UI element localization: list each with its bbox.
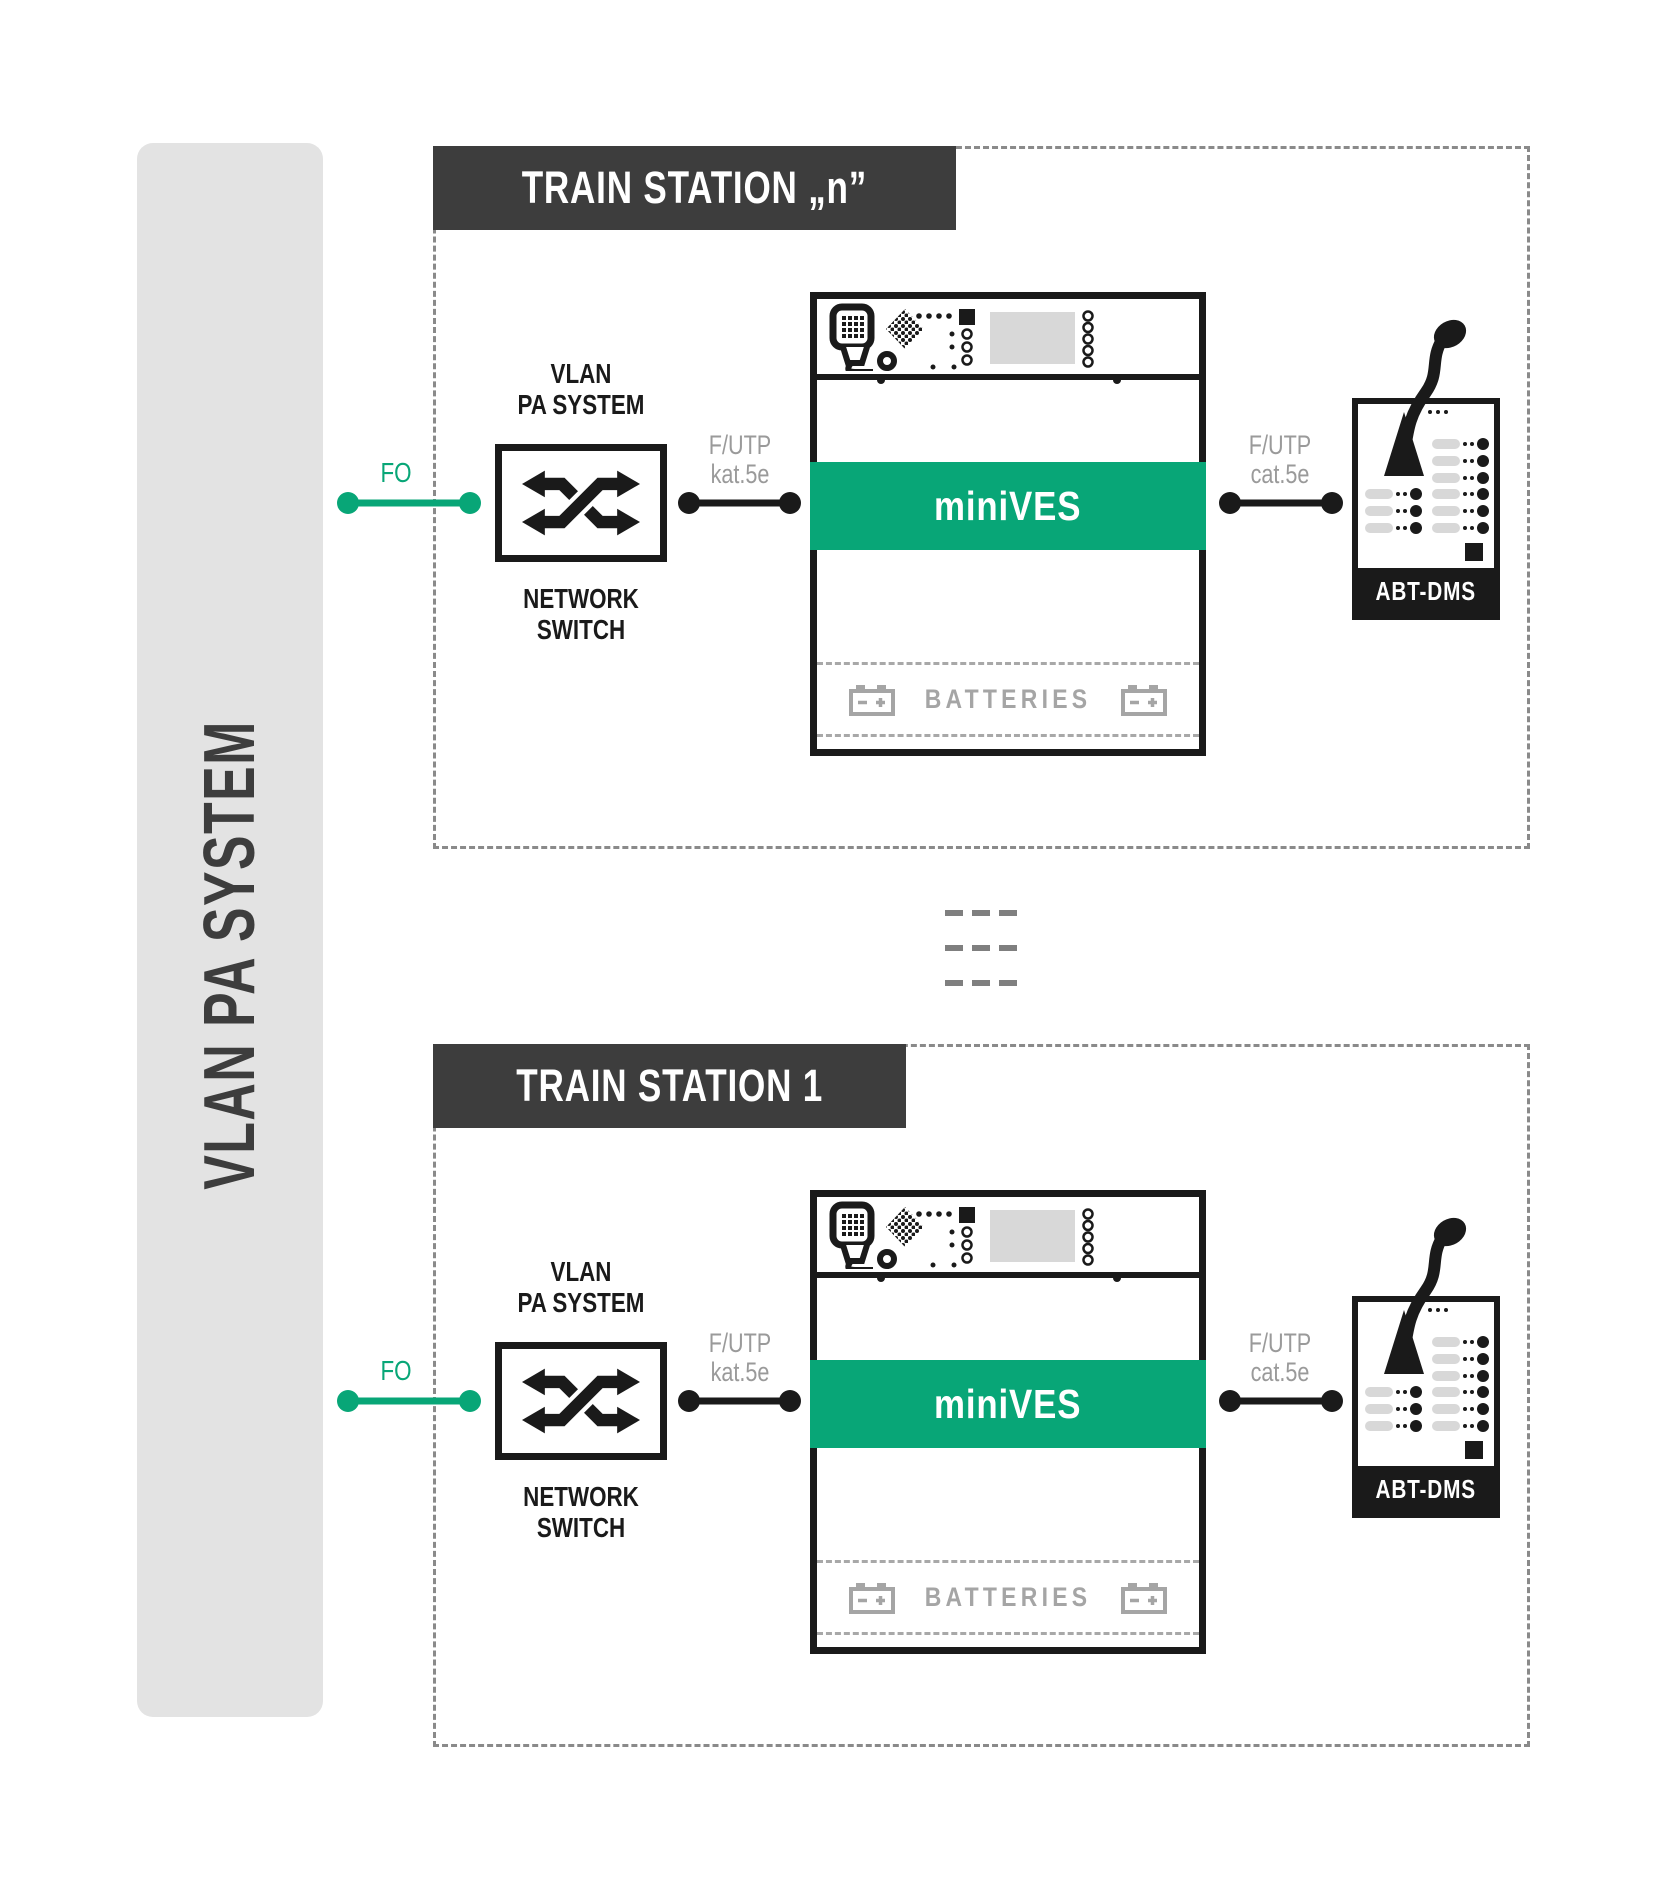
train-station-1-section: TRAIN STATION 1 FO VLAN PA SYSTEM xyxy=(337,1044,1530,1747)
batteries-label: BATTERIES xyxy=(924,1582,1092,1612)
led-row xyxy=(1432,1386,1489,1398)
speaker-grille-icon xyxy=(886,1207,924,1247)
minives-device: miniVES BATTERIES xyxy=(810,1190,1206,1654)
battery-icon xyxy=(849,684,895,716)
network-switch-box xyxy=(495,444,667,562)
led-row xyxy=(1432,472,1489,484)
console-face xyxy=(1358,1302,1494,1466)
device-name: miniVES xyxy=(934,1380,1082,1427)
panel-screw xyxy=(877,376,885,384)
vlan-backbone-bar: VLAN PA SYSTEM xyxy=(137,143,323,1717)
console-top-dots xyxy=(1428,410,1448,414)
device-name-band: miniVES xyxy=(810,462,1206,550)
led-row xyxy=(1432,1353,1489,1365)
console-name-band: ABT-DMS xyxy=(1358,1466,1494,1512)
switch-to-device-line xyxy=(678,492,801,514)
led-row xyxy=(1432,488,1489,500)
device-top-panel xyxy=(817,1197,1199,1278)
panel-screw xyxy=(1113,376,1121,384)
abt-dms-console: ABT-DMS xyxy=(1352,1217,1500,1518)
led-row xyxy=(1432,1370,1489,1382)
futp-left-label: F/UTP kat.5e xyxy=(708,1328,772,1387)
led-row xyxy=(1365,522,1422,534)
led-row xyxy=(1432,438,1489,450)
vlan-backbone-label: VLAN PA SYSTEM xyxy=(190,720,270,1190)
device-display xyxy=(990,1210,1075,1262)
gooseneck-microphone-icon xyxy=(1384,319,1467,476)
battery-icon xyxy=(1120,684,1167,716)
indicator-cluster xyxy=(916,309,975,370)
led-row xyxy=(1365,505,1422,517)
button-column xyxy=(1082,310,1094,368)
led-row xyxy=(1365,488,1422,500)
led-row xyxy=(1432,522,1489,534)
led-row xyxy=(1432,1403,1489,1415)
device-name: miniVES xyxy=(934,482,1082,529)
device-top-panel xyxy=(817,299,1199,380)
led-row xyxy=(1365,1420,1422,1432)
switch-vlan-label: VLAN PA SYSTEM xyxy=(517,358,645,420)
batteries-section: BATTERIES xyxy=(817,662,1199,737)
switch-name-label: NETWORK SWITCH xyxy=(523,583,639,645)
panel-screw xyxy=(1113,1274,1121,1282)
crossed-arrows-switch-icon xyxy=(522,470,640,536)
station-title: TRAIN STATION „n” xyxy=(521,162,868,213)
switch-vlan-label: VLAN PA SYSTEM xyxy=(517,1256,645,1318)
fo-label: FO xyxy=(380,457,412,488)
battery-icon xyxy=(1120,1582,1167,1614)
gooseneck-microphone-icon xyxy=(1384,1217,1467,1374)
station-header: TRAIN STATION 1 xyxy=(433,1044,907,1128)
handheld-microphone-icon xyxy=(829,303,897,371)
futp-right-label: F/UTP cat.5e xyxy=(1248,430,1312,489)
speaker-grille-icon xyxy=(886,309,924,349)
led-row xyxy=(1365,1403,1422,1415)
network-switch-box xyxy=(495,1342,667,1460)
led-row xyxy=(1432,505,1489,517)
device-to-console-line xyxy=(1219,492,1343,514)
led-row xyxy=(1432,455,1489,467)
device-name-band: miniVES xyxy=(810,1360,1206,1448)
console-button xyxy=(1465,543,1483,561)
handheld-microphone-icon xyxy=(829,1201,897,1269)
console-button xyxy=(1465,1441,1483,1459)
led-row xyxy=(1432,1336,1489,1348)
minives-device: miniVES BATTERIES xyxy=(810,292,1206,756)
station-header: TRAIN STATION „n” xyxy=(433,146,956,230)
led-row xyxy=(1365,1386,1422,1398)
switch-to-device-line xyxy=(678,1390,801,1412)
battery-icon xyxy=(849,1582,895,1614)
batteries-section: BATTERIES xyxy=(817,1560,1199,1635)
switch-name-label: NETWORK SWITCH xyxy=(523,1481,639,1543)
indicator-cluster xyxy=(916,1207,975,1268)
fo-link-line xyxy=(337,1390,481,1412)
station-dashed-boundary xyxy=(433,1044,1530,1747)
led-row xyxy=(1432,1420,1489,1432)
fo-label: FO xyxy=(380,1355,412,1386)
futp-left-label: F/UTP kat.5e xyxy=(708,430,772,489)
device-display xyxy=(990,312,1075,364)
console-face xyxy=(1358,404,1494,568)
console-top-dots xyxy=(1428,1308,1448,1312)
crossed-arrows-switch-icon xyxy=(522,1368,640,1434)
device-front-panel-graphics xyxy=(829,303,1094,371)
abt-dms-console: ABT-DMS xyxy=(1352,319,1500,620)
continuation-dashes-icon xyxy=(945,910,1017,986)
button-column xyxy=(1082,1208,1094,1266)
station-dashed-boundary xyxy=(433,146,1530,849)
batteries-label: BATTERIES xyxy=(924,684,1092,714)
panel-screw xyxy=(877,1274,885,1282)
console-name: ABT-DMS xyxy=(1375,1473,1477,1504)
futp-right-label: F/UTP cat.5e xyxy=(1248,1328,1312,1387)
device-to-console-line xyxy=(1219,1390,1343,1412)
fo-link-line xyxy=(337,492,481,514)
device-front-panel-graphics xyxy=(829,1201,1094,1269)
console-name-band: ABT-DMS xyxy=(1358,568,1494,614)
station-title: TRAIN STATION 1 xyxy=(516,1060,824,1111)
train-station-n-section: TRAIN STATION „n” FO VLAN PA SYSTEM xyxy=(337,146,1530,849)
console-name: ABT-DMS xyxy=(1375,575,1477,606)
